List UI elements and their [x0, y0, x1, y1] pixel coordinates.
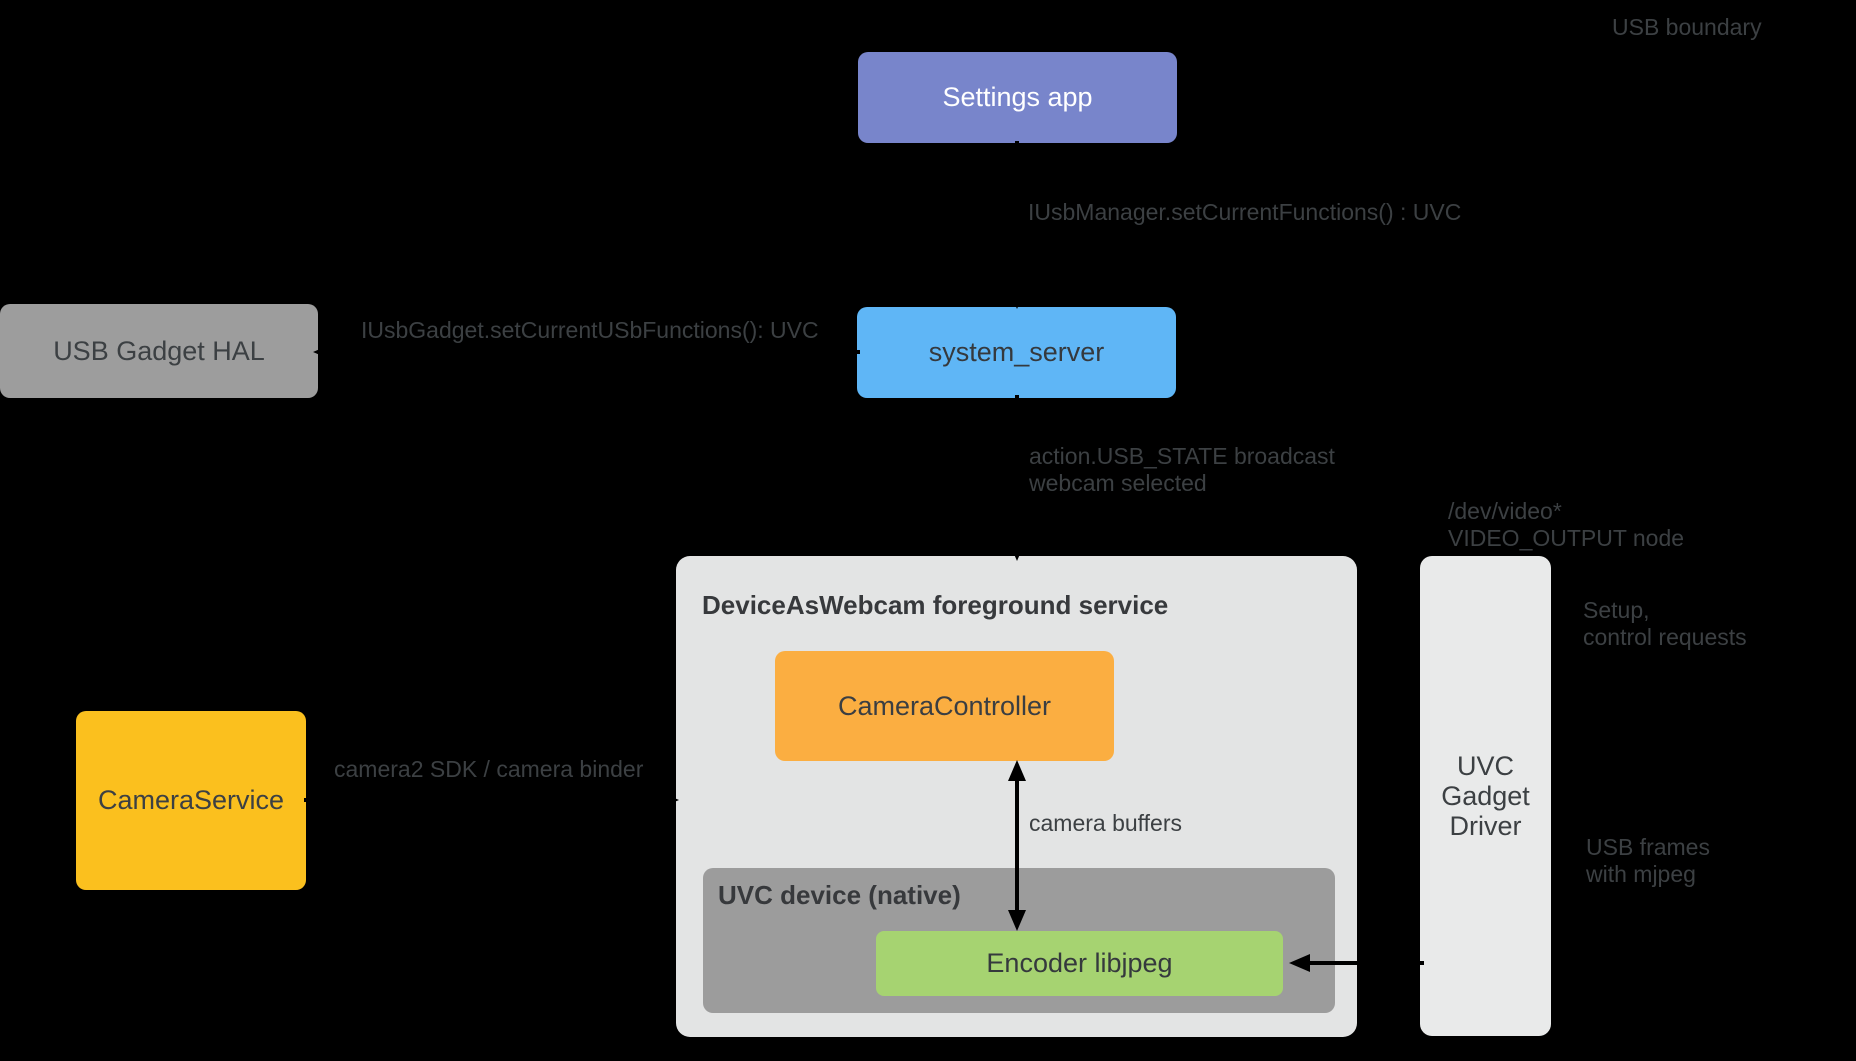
arrow-systemserver-to-hal: [313, 343, 860, 361]
camera-service-box: CameraService: [76, 711, 306, 890]
setup-line2: control requests: [1583, 624, 1747, 650]
arrow-driver-to-service-setup: [1361, 621, 1418, 639]
usb-frames-line1: USB frames: [1586, 834, 1710, 860]
setup-line1: Setup,: [1583, 597, 1650, 623]
usb-gadget-hal-box: USB Gadget HAL: [0, 304, 318, 398]
iusbgadget-call-caption: IUsbGadget.setCurrentUSbFunctions(): UVC: [361, 317, 819, 344]
system-server-box: system_server: [857, 307, 1176, 398]
encoder-libjpeg-label: Encoder libjpeg: [986, 948, 1173, 979]
camera-buffers-caption: camera buffers: [1029, 810, 1182, 837]
usb-frames-line2: with mjpeg: [1586, 861, 1696, 887]
usb-state-broadcast-caption: action.USB_STATE broadcast webcam select…: [1029, 443, 1335, 497]
usb-state-line1: action.USB_STATE broadcast: [1029, 443, 1335, 469]
iusbmanager-call-caption: IUsbManager.setCurrentFunctions() : UVC: [1028, 199, 1461, 226]
setup-control-requests-caption: Setup, control requests: [1583, 597, 1747, 651]
camera-buffers-text: camera buffers: [1029, 810, 1182, 836]
usb-boundary-caption: USB boundary: [1612, 14, 1762, 41]
system-server-label: system_server: [928, 337, 1105, 368]
camera2-sdk-text: camera2 SDK / camera binder: [334, 756, 644, 782]
arrow-settings-to-systemserver: [1008, 141, 1026, 309]
uvc-gadget-driver-label: UVC Gadget Driver: [1441, 751, 1530, 841]
device-as-webcam-service-title: DeviceAsWebcam foreground service: [702, 590, 1169, 620]
dev-video-line1: /dev/video*: [1448, 498, 1562, 524]
camera-controller-label: CameraController: [837, 690, 1052, 721]
usb-frames-caption: USB frames with mjpeg: [1586, 834, 1710, 888]
camera-service-label: CameraService: [97, 785, 285, 816]
arrow-cameraservice-to-service: [304, 791, 679, 809]
usb-gadget-hal-label: USB Gadget HAL: [53, 335, 265, 366]
iusbmanager-call-text: IUsbManager.setCurrentFunctions() : UVC: [1028, 199, 1462, 225]
encoder-libjpeg-box: Encoder libjpeg: [876, 931, 1283, 996]
dev-video-line2: VIDEO_OUTPUT node: [1448, 525, 1685, 551]
arrow-systemserver-to-service: [1008, 395, 1026, 561]
dev-video-node-caption: /dev/video* VIDEO_OUTPUT node: [1448, 498, 1684, 552]
camera-controller-box: CameraController: [775, 651, 1114, 761]
settings-app-label: Settings app: [942, 82, 1093, 113]
camera2-sdk-caption: camera2 SDK / camera binder: [334, 756, 643, 783]
uvc-device-native-title: UVC device (native): [718, 880, 961, 910]
usb-state-line2: webcam selected: [1029, 470, 1207, 496]
uvc-gadget-driver-box: UVC Gadget Driver: [1420, 556, 1551, 1036]
usb-boundary-text: USB boundary: [1612, 14, 1762, 40]
iusbgadget-call-text: IUsbGadget.setCurrentUSbFunctions(): UVC: [361, 317, 819, 343]
settings-app-box: Settings app: [858, 52, 1177, 143]
